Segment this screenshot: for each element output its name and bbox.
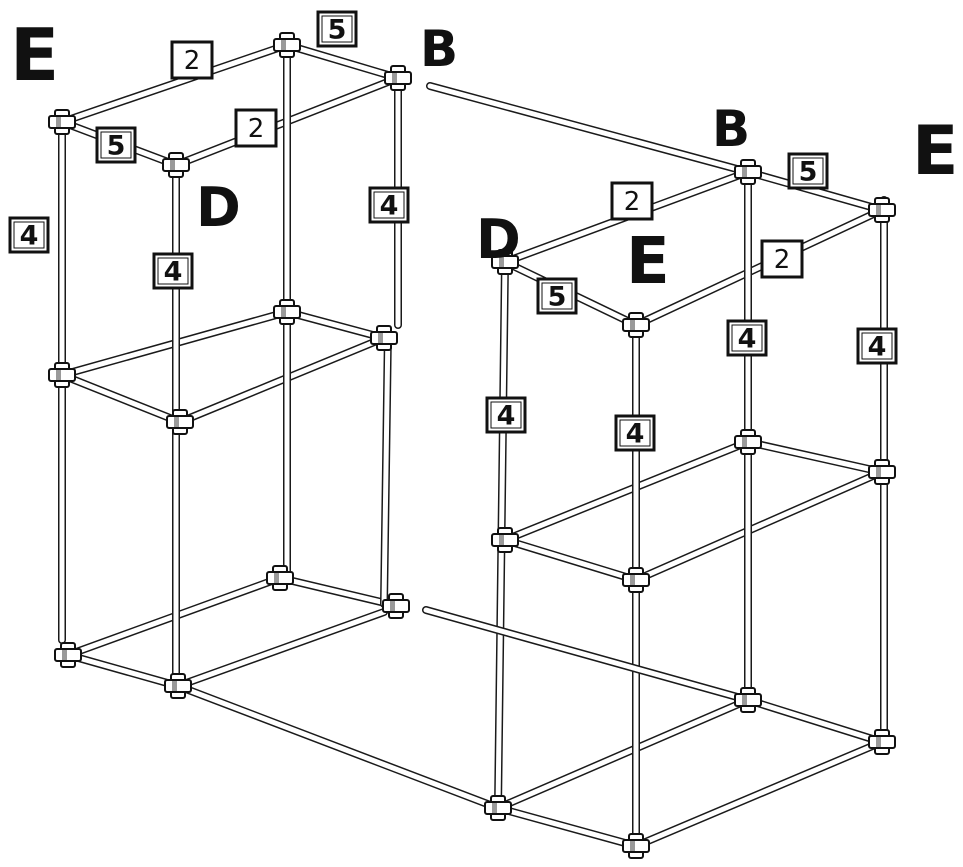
- pipe-segment: [427, 83, 751, 175]
- part-letter-e-center: E: [626, 225, 670, 299]
- pipe-connector: [491, 527, 519, 553]
- pipe-segment: [65, 652, 181, 689]
- pipe-connector: [370, 325, 398, 351]
- pipe-segment: [423, 607, 751, 703]
- pipe-connector: [273, 299, 301, 325]
- pipe-label-right-post-far: 4: [856, 327, 898, 365]
- svg-text:2: 2: [774, 245, 791, 275]
- pipe-connector: [734, 687, 762, 713]
- pipe-segment: [59, 372, 183, 425]
- pipe-connector: [162, 152, 190, 178]
- pipe-connector: [273, 32, 301, 58]
- pipe-connector: [734, 159, 762, 185]
- pipe-segment: [495, 805, 639, 849]
- pipe-label-left-post-front: 4: [152, 252, 194, 290]
- pipe-connector: [382, 593, 410, 619]
- svg-text:4: 4: [497, 401, 516, 432]
- pipe-label-right-top-front-short: 5: [536, 277, 578, 315]
- pipe-connector: [868, 197, 896, 223]
- pipe-connector: [54, 642, 82, 668]
- pipe-segment: [59, 42, 290, 125]
- pipe-segment: [495, 697, 751, 811]
- svg-text:5: 5: [328, 15, 347, 46]
- pipe-segment: [284, 42, 401, 81]
- frame-joints: [48, 32, 896, 859]
- pipe-connector: [734, 429, 762, 455]
- pipe-label-top-left-long-back: 2: [170, 40, 214, 80]
- svg-text:5: 5: [107, 131, 126, 162]
- pipe-connector: [868, 459, 896, 485]
- svg-text:2: 2: [184, 46, 201, 76]
- pipe-segment: [175, 683, 501, 811]
- part-letter-e-right: E: [912, 112, 958, 191]
- part-letter-e-left: E: [10, 13, 59, 97]
- part-letter-d-right: D: [476, 208, 521, 271]
- pipe-label-right-post-back: 4: [726, 319, 768, 357]
- svg-text:4: 4: [626, 419, 645, 450]
- pipe-connector: [166, 409, 194, 435]
- part-letter-b-right: B: [712, 100, 750, 158]
- pipe-connector: [622, 312, 650, 338]
- svg-text:5: 5: [799, 157, 818, 188]
- svg-text:4: 4: [380, 191, 399, 222]
- pipe-label-top-front-left-short: 5: [95, 126, 137, 164]
- pipe-connector: [622, 567, 650, 593]
- svg-text:4: 4: [20, 221, 39, 252]
- pipe-label-right-post-front-left: 4: [485, 396, 527, 434]
- pipe-connector: [868, 729, 896, 755]
- svg-text:4: 4: [868, 332, 887, 363]
- pipe-label-top-left-long-mid: 2: [234, 108, 278, 148]
- svg-text:4: 4: [164, 257, 183, 288]
- pipe-segment: [502, 537, 639, 583]
- pipe-label-right-top-long-back: 2: [610, 181, 654, 221]
- pipe-label-left-post-back: 4: [368, 186, 410, 224]
- pipe-connector: [48, 109, 76, 135]
- pipe-segment: [633, 207, 885, 328]
- pipe-segment: [633, 739, 885, 849]
- pipe-connector: [266, 565, 294, 591]
- pipe-segment: [277, 575, 401, 609]
- pipe-label-right-top-back-short: 5: [787, 152, 829, 190]
- svg-text:2: 2: [248, 114, 265, 144]
- pipe-segment: [381, 327, 391, 607]
- svg-text:4: 4: [738, 324, 757, 355]
- pipe-connector: [48, 362, 76, 388]
- part-letter-b-left: B: [420, 20, 458, 78]
- pipe-label-left-post-far: 4: [8, 216, 50, 254]
- pipe-segment: [745, 439, 885, 475]
- pipe-segment: [745, 697, 885, 745]
- pipe-segment: [175, 609, 387, 689]
- pipe-label-right-post-front-right: 4: [614, 414, 656, 452]
- pipe-segment: [745, 169, 885, 213]
- pipe-label-right-top-long-front: 2: [760, 239, 804, 279]
- pipe-connector: [384, 65, 412, 91]
- pipe-segment: [502, 439, 751, 543]
- pipe-label-top-back-left-short: 5: [316, 10, 358, 48]
- pipe-connector: [491, 249, 519, 275]
- pipe-connector: [484, 795, 512, 821]
- pipe-connector: [622, 833, 650, 859]
- pipe-segment: [633, 469, 885, 583]
- svg-text:2: 2: [624, 187, 641, 217]
- pipe-segment: [284, 309, 387, 341]
- pipe-segment: [177, 335, 387, 425]
- part-letter-d-left: D: [196, 176, 241, 239]
- pipe-connector: [164, 673, 192, 699]
- svg-text:5: 5: [548, 282, 567, 313]
